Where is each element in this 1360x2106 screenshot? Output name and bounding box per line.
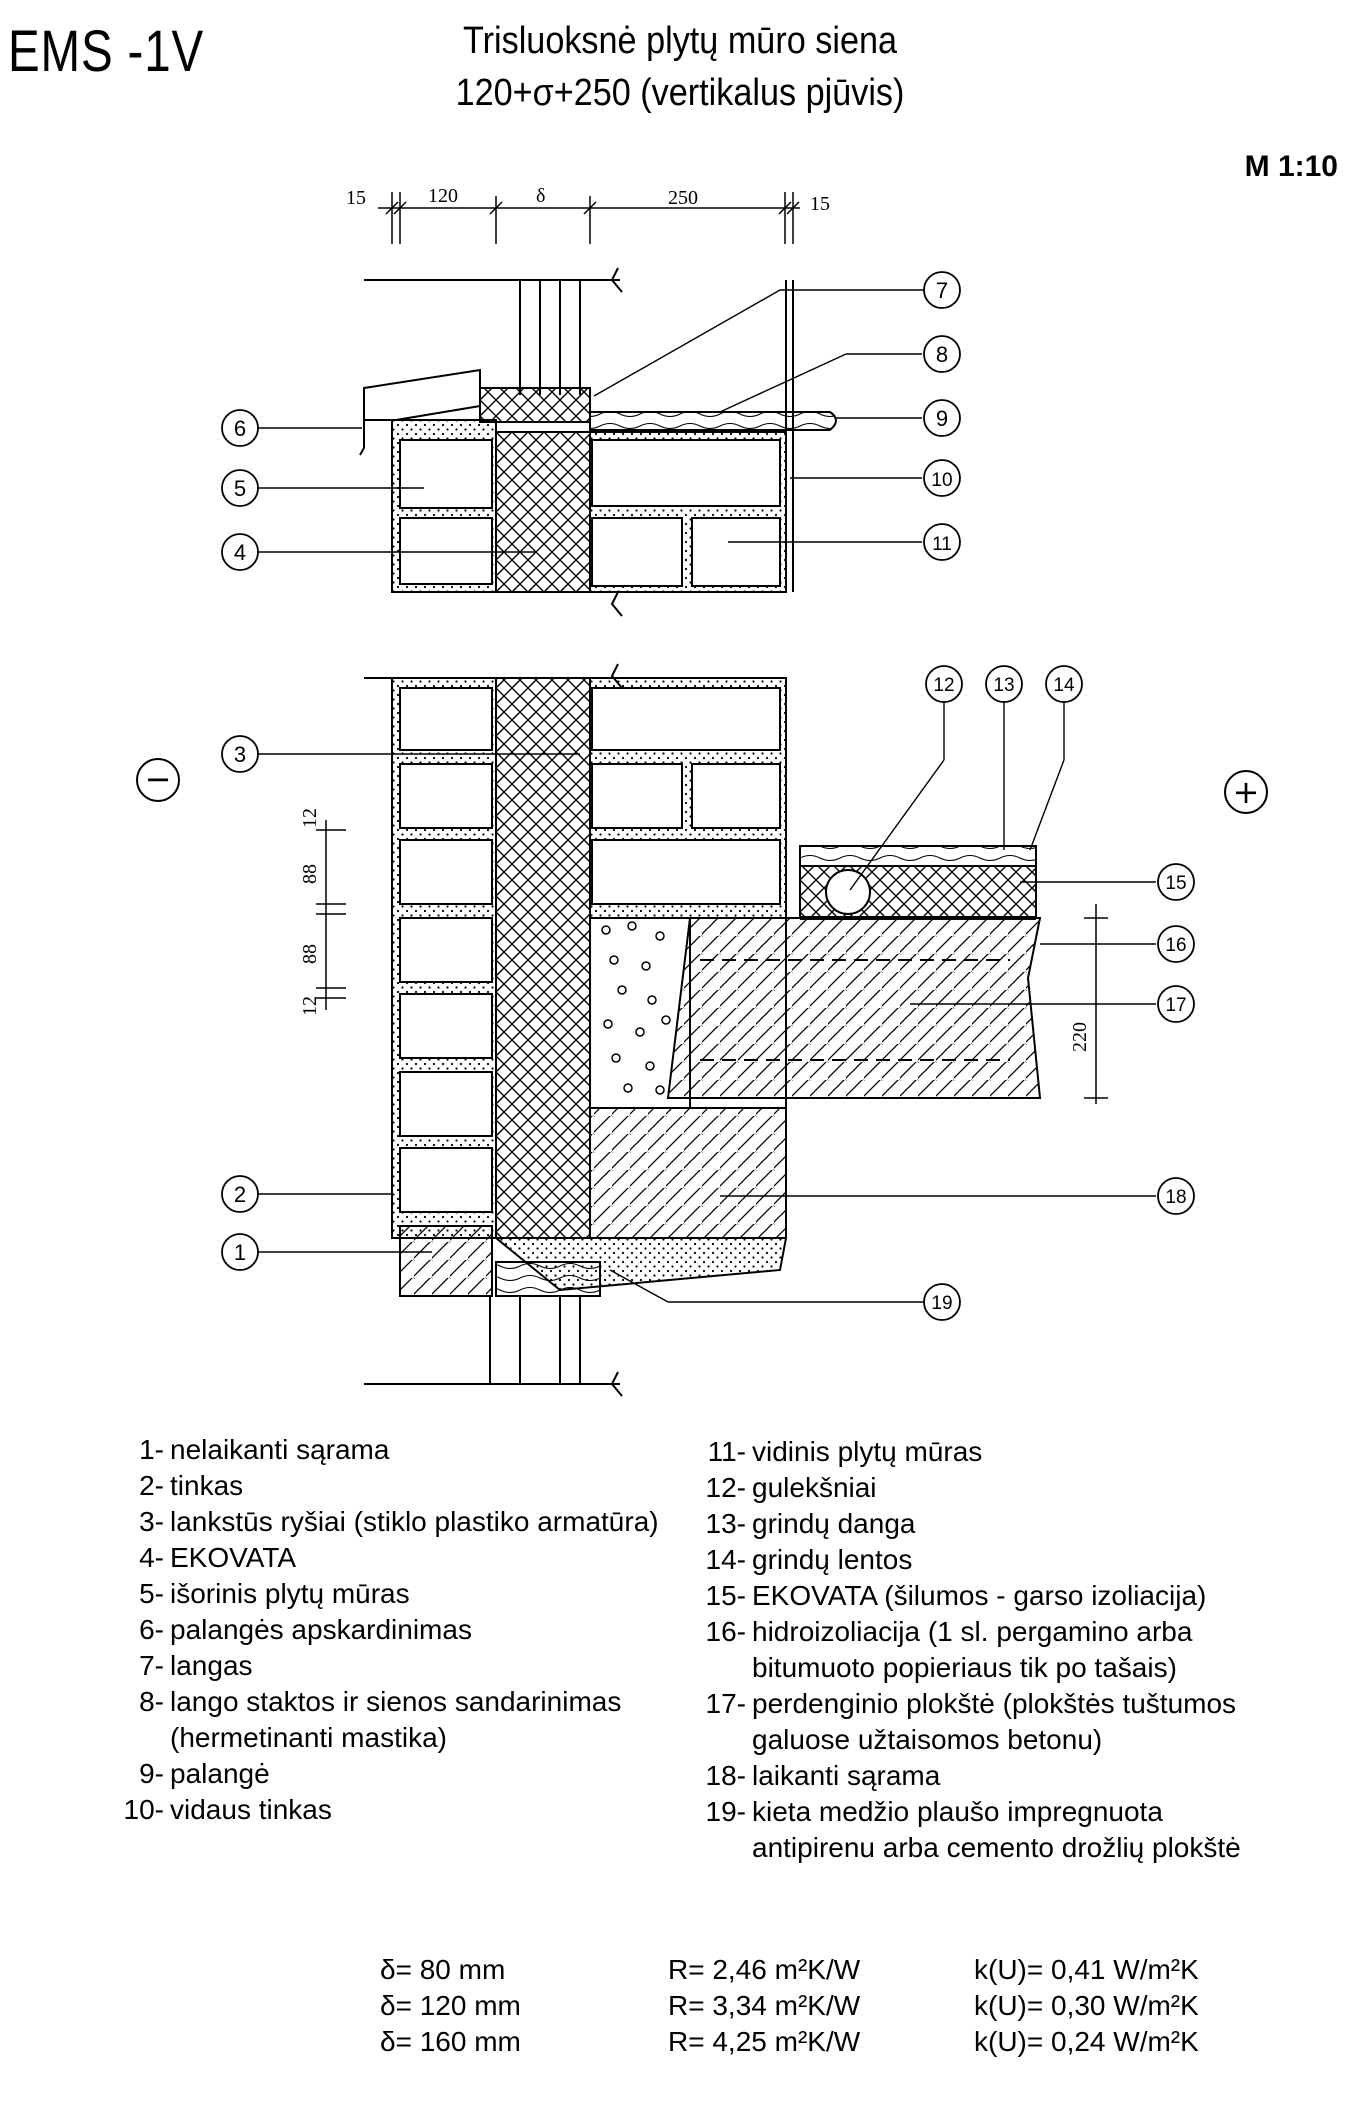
leader-lines [258, 289, 1156, 1303]
outside-sign-label: − [145, 760, 172, 798]
legend-item: 14-grindų lentos [705, 1544, 913, 1575]
inside-sign [1224, 770, 1268, 814]
callout-number: 12 [933, 675, 954, 696]
legend-item: 6-palangės apskardinimas [139, 1614, 472, 1645]
dimension-label: 250 [668, 187, 698, 209]
callout-number: 16 [1165, 935, 1186, 956]
legend-item: 16-hidroizoliacija (1 sl. pergamino arba [705, 1616, 1193, 1647]
legend-item: 12-gulekšniai [705, 1472, 877, 1503]
legend-item: 15-EKOVATA (šilumos - garso izoliacija) [705, 1580, 1207, 1611]
left-dimension-line [316, 820, 346, 1010]
dimension-label: 15 [346, 187, 366, 209]
dimension-label: δ [536, 185, 545, 207]
inside-sign-label: + [1233, 773, 1260, 811]
thermal-values-table: δ= 80 mm R= 2,46 m²K/W k(U)= 0,41 W/m²K … [380, 1952, 1274, 2060]
dimension-label: 88 [299, 944, 321, 964]
legend-item: 13-grindų danga [705, 1508, 916, 1539]
legend-item-continuation: antipirenu arba cemento drožlių plokštė [752, 1832, 1241, 1863]
legend-item: 17-perdenginio plokštė (plokštės tuštumo… [705, 1688, 1237, 1719]
u-value-cell: k(U)= 0,24 W/m²K [974, 2026, 1199, 2057]
top-dimension-line [378, 192, 800, 244]
legend-item: 10-vidaus tinkas [123, 1794, 332, 1825]
legend-item: 8-lango staktos ir sienos sandarinimas [139, 1686, 622, 1717]
dimension-label: 88 [299, 864, 321, 884]
callout-number: 7 [936, 278, 948, 303]
legend-item: 4-EKOVATA [139, 1542, 297, 1573]
legend-item: 5-išorinis plytų mūras [139, 1578, 410, 1609]
drawing-subtitle: 120+σ+250 (vertikalus pjūvis) [455, 72, 905, 114]
delta-cell: δ= 160 mm [380, 2026, 521, 2057]
dimension-label: 12 [299, 996, 321, 1016]
dimension-label: 15 [810, 193, 830, 215]
legend-item-continuation: bitumuoto popieriaus tik po tašais) [752, 1652, 1177, 1683]
concrete-aggregate [601, 921, 671, 1095]
legend-item: 7-langas [139, 1650, 253, 1681]
drawing-title: Trisluoksnė plytų mūro siena [462, 20, 898, 62]
r-value-cell: R= 2,46 m²K/W [668, 1954, 861, 1985]
legend-item: 19-kieta medžio plaušo impregnuota [705, 1796, 1163, 1827]
callout-number: 8 [936, 342, 948, 367]
legend-right: 11-vidinis plytų mūras 12-gulekšniai 13-… [668, 1434, 1241, 1866]
wall-section-drawing: 15 120 δ 250 15 [136, 185, 1268, 1397]
upper-section [359, 267, 837, 617]
drawing-scale: M 1:10 [1244, 150, 1338, 183]
callout-number: 14 [1053, 675, 1075, 696]
callout-number: 5 [234, 476, 246, 501]
legend-item: 1-nelaikanti sąrama [139, 1434, 390, 1465]
callout-number: 19 [931, 1293, 952, 1314]
callout-number: 18 [1165, 1187, 1186, 1208]
legend-left: 1-nelaikanti sąrama 2-tinkas 3-lankstūs … [100, 1432, 659, 1828]
callout-number: 13 [993, 675, 1014, 696]
table-row: δ= 160 mm R= 4,25 m²K/W k(U)= 0,24 W/m²K [380, 2024, 1274, 2060]
delta-cell: δ= 80 mm [380, 1954, 506, 1985]
legend-item: 3-lankstūs ryšiai (stiklo plastiko armat… [139, 1506, 659, 1537]
dimension-label: 12 [299, 808, 321, 828]
legend-item: 2-tinkas [139, 1470, 244, 1501]
callout-number: 17 [1165, 995, 1186, 1016]
delta-cell: δ= 120 mm [380, 1990, 521, 2021]
callout-number: 11 [932, 534, 952, 555]
legend-item: 11-vidinis plytų mūras [707, 1436, 983, 1467]
u-value-cell: k(U)= 0,41 W/m²K [974, 1954, 1199, 1985]
legend-item-continuation: (hermetinanti mastika) [170, 1722, 447, 1753]
callout-number: 9 [936, 406, 948, 431]
callout-number: 2 [234, 1182, 246, 1207]
callout-number: 10 [931, 470, 952, 491]
legend-item: 18-laikanti sąrama [705, 1760, 941, 1791]
lower-section [364, 663, 1042, 1397]
legend-item-continuation: galuose užtaisomos betonu) [752, 1724, 1103, 1755]
callout-number: 4 [234, 540, 246, 565]
legend-item: 9-palangė [139, 1758, 270, 1789]
r-value-cell: R= 3,34 m²K/W [668, 1990, 861, 2021]
dimension-label: 120 [428, 185, 458, 207]
callout-number: 1 [234, 1240, 246, 1265]
table-row: δ= 120 mm R= 3,34 m²K/W k(U)= 0,30 W/m²K [380, 1988, 1274, 2024]
outside-sign [136, 758, 180, 802]
u-value-cell: k(U)= 0,30 W/m²K [974, 1990, 1199, 2021]
drawing-code: EMS -1V [8, 19, 205, 84]
table-row: δ= 80 mm R= 2,46 m²K/W k(U)= 0,41 W/m²K [380, 1952, 1274, 1988]
callout-number: 6 [234, 416, 246, 441]
callout-number: 15 [1165, 873, 1186, 894]
r-value-cell: R= 4,25 m²K/W [668, 2026, 861, 2057]
callout-bubble [221, 271, 1195, 1321]
dimension-label: 220 [1069, 1022, 1091, 1052]
callout-number: 3 [234, 742, 246, 767]
